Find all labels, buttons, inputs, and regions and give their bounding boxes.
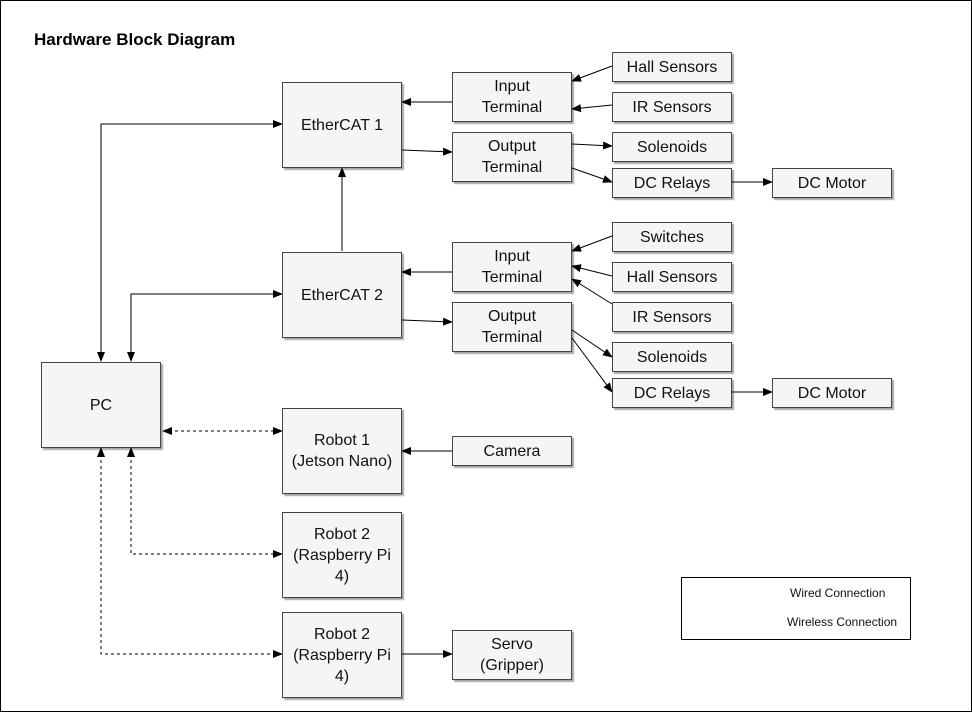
wire-switches2-to-input2 (571, 235, 613, 252)
legend: Wired Connection Wireless Connection (681, 577, 911, 640)
ir-sensors-2: IR Sensors (612, 302, 732, 332)
wire-output2-to-solenoids2 (571, 329, 613, 358)
wireless-pc-robot2a (127, 447, 283, 558)
wireless-pc-robot2b (97, 447, 283, 658)
input-terminal-2: Input Terminal (452, 242, 572, 292)
wire-ethercat1-to-output1 (401, 147, 453, 156)
pc-label: PC (89, 396, 113, 414)
robot2a-label: Robot 2 (Raspberry Pi 4) (293, 525, 391, 585)
camera-block: Camera (452, 436, 572, 466)
wire-pc-ethercat1 (97, 120, 283, 362)
hall-sensors-1-label: Hall Sensors (626, 58, 718, 76)
output-terminal-2: Output Terminal (452, 302, 572, 352)
wire-output1-to-solenoids1 (571, 141, 613, 150)
switches-2: Switches (612, 222, 732, 252)
wire-output1-to-relays1 (571, 167, 613, 183)
robot2b-label: Robot 2 (Raspberry Pi 4) (293, 625, 391, 685)
servo-label: Servo (Gripper) (479, 636, 544, 674)
wire-pc-ethercat2 (127, 290, 283, 362)
servo-block: Servo (Gripper) (452, 630, 572, 680)
wire-hall1-to-input1 (571, 65, 613, 82)
legend-wired-label: Wired Connection (790, 586, 886, 600)
robot2a-block: Robot 2 (Raspberry Pi 4) (282, 512, 402, 598)
camera-label: Camera (483, 442, 541, 460)
wire-output2-to-relays2 (571, 337, 613, 393)
ethercat1-block: EtherCAT 1 (282, 82, 402, 168)
ir-sensors-1-label: IR Sensors (632, 98, 712, 116)
switches-2-label: Switches (639, 228, 705, 246)
wire-ir2-to-input2 (571, 278, 613, 305)
robot1-block: Robot 1 (Jetson Nano) (282, 408, 402, 494)
hall-sensors-1: Hall Sensors (612, 52, 732, 82)
solenoids-1-label: Solenoids (636, 138, 708, 156)
diagram-title: Hardware Block Diagram (34, 30, 236, 49)
ethercat2-block: EtherCAT 2 (282, 252, 402, 338)
legend-wireless-label: Wireless Connection (787, 615, 898, 629)
dc-motor-1: DC Motor (772, 168, 892, 198)
input-terminal-1-label: Input Terminal (481, 78, 543, 116)
hall-sensors-2-label: Hall Sensors (626, 268, 718, 286)
robot1-label: Robot 1 (Jetson Nano) (291, 432, 393, 470)
wire-ethercat2-to-output2 (401, 317, 453, 326)
hall-sensors-2: Hall Sensors (612, 262, 732, 292)
pc-block: PC (41, 362, 161, 448)
dc-relays-1-label: DC Relays (633, 174, 711, 192)
robot2b-block: Robot 2 (Raspberry Pi 4) (282, 612, 402, 698)
ir-sensors-2-label: IR Sensors (632, 308, 712, 326)
dc-motor-2-label: DC Motor (797, 384, 867, 402)
input-terminal-1: Input Terminal (452, 72, 572, 122)
dc-motor-1-label: DC Motor (797, 174, 867, 192)
solenoids-1: Solenoids (612, 132, 732, 162)
output-terminal-2-label: Output Terminal (481, 308, 543, 346)
dc-relays-1: DC Relays (612, 168, 732, 198)
dc-motor-2: DC Motor (772, 378, 892, 408)
ir-sensors-1: IR Sensors (612, 92, 732, 122)
output-terminal-1: Output Terminal (452, 132, 572, 182)
solenoids-2: Solenoids (612, 342, 732, 372)
solenoids-2-label: Solenoids (636, 348, 708, 366)
input-terminal-2-label: Input Terminal (481, 248, 543, 286)
ethercat2-label: EtherCAT 2 (300, 286, 384, 304)
wire-hall2-to-input2 (571, 264, 613, 277)
dc-relays-2: DC Relays (612, 378, 732, 408)
dc-relays-2-label: DC Relays (633, 384, 711, 402)
ethercat1-label: EtherCAT 1 (300, 116, 384, 134)
output-terminal-1-label: Output Terminal (481, 138, 543, 176)
wire-ir1-to-input1 (571, 104, 613, 113)
